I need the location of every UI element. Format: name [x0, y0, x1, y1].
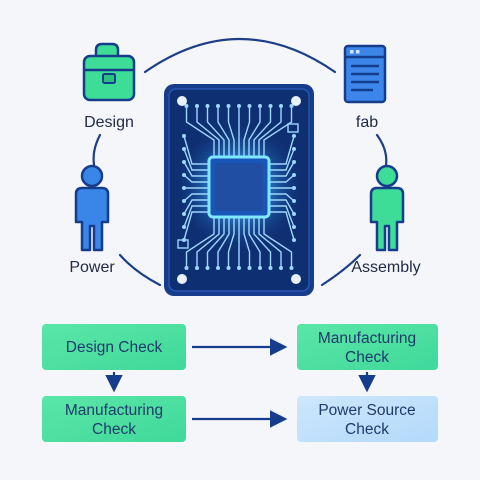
arc-right-upper — [375, 133, 388, 167]
power-source-check-box: Power Source Check — [297, 396, 438, 442]
power-label: Power — [69, 259, 115, 276]
arc-right-lower — [320, 253, 362, 287]
arc-left-upper — [92, 133, 102, 167]
browser-window-icon — [343, 44, 387, 104]
fab-label: fab — [356, 114, 378, 131]
design-label: Design — [84, 114, 134, 131]
power-source-check-line2: Check — [345, 421, 389, 438]
mfg-check-right-line2: Check — [345, 349, 389, 366]
cycle-arcs — [92, 38, 388, 287]
manufacturing-check-right-box: Manufacturing Check — [297, 324, 438, 370]
assembly-person-icon — [369, 164, 405, 252]
power-person-icon — [74, 164, 110, 252]
mfg-check-left-line2: Check — [92, 421, 136, 438]
mfg-check-right-line1: Manufacturing — [318, 330, 416, 347]
power-source-check-line1: Power Source — [318, 402, 415, 419]
design-check-line1: Design Check — [66, 339, 163, 356]
design-check-box: Design Check — [42, 324, 186, 370]
manufacturing-check-left-box: Manufacturing Check — [42, 396, 186, 442]
arc-top — [143, 38, 337, 74]
arc-left-lower — [118, 253, 162, 287]
mfg-check-left-line1: Manufacturing — [65, 402, 163, 419]
assembly-label: Assembly — [351, 259, 420, 276]
flow-arrows — [105, 338, 376, 428]
microchip-board-icon — [164, 84, 314, 296]
toolbox-icon — [82, 42, 136, 102]
